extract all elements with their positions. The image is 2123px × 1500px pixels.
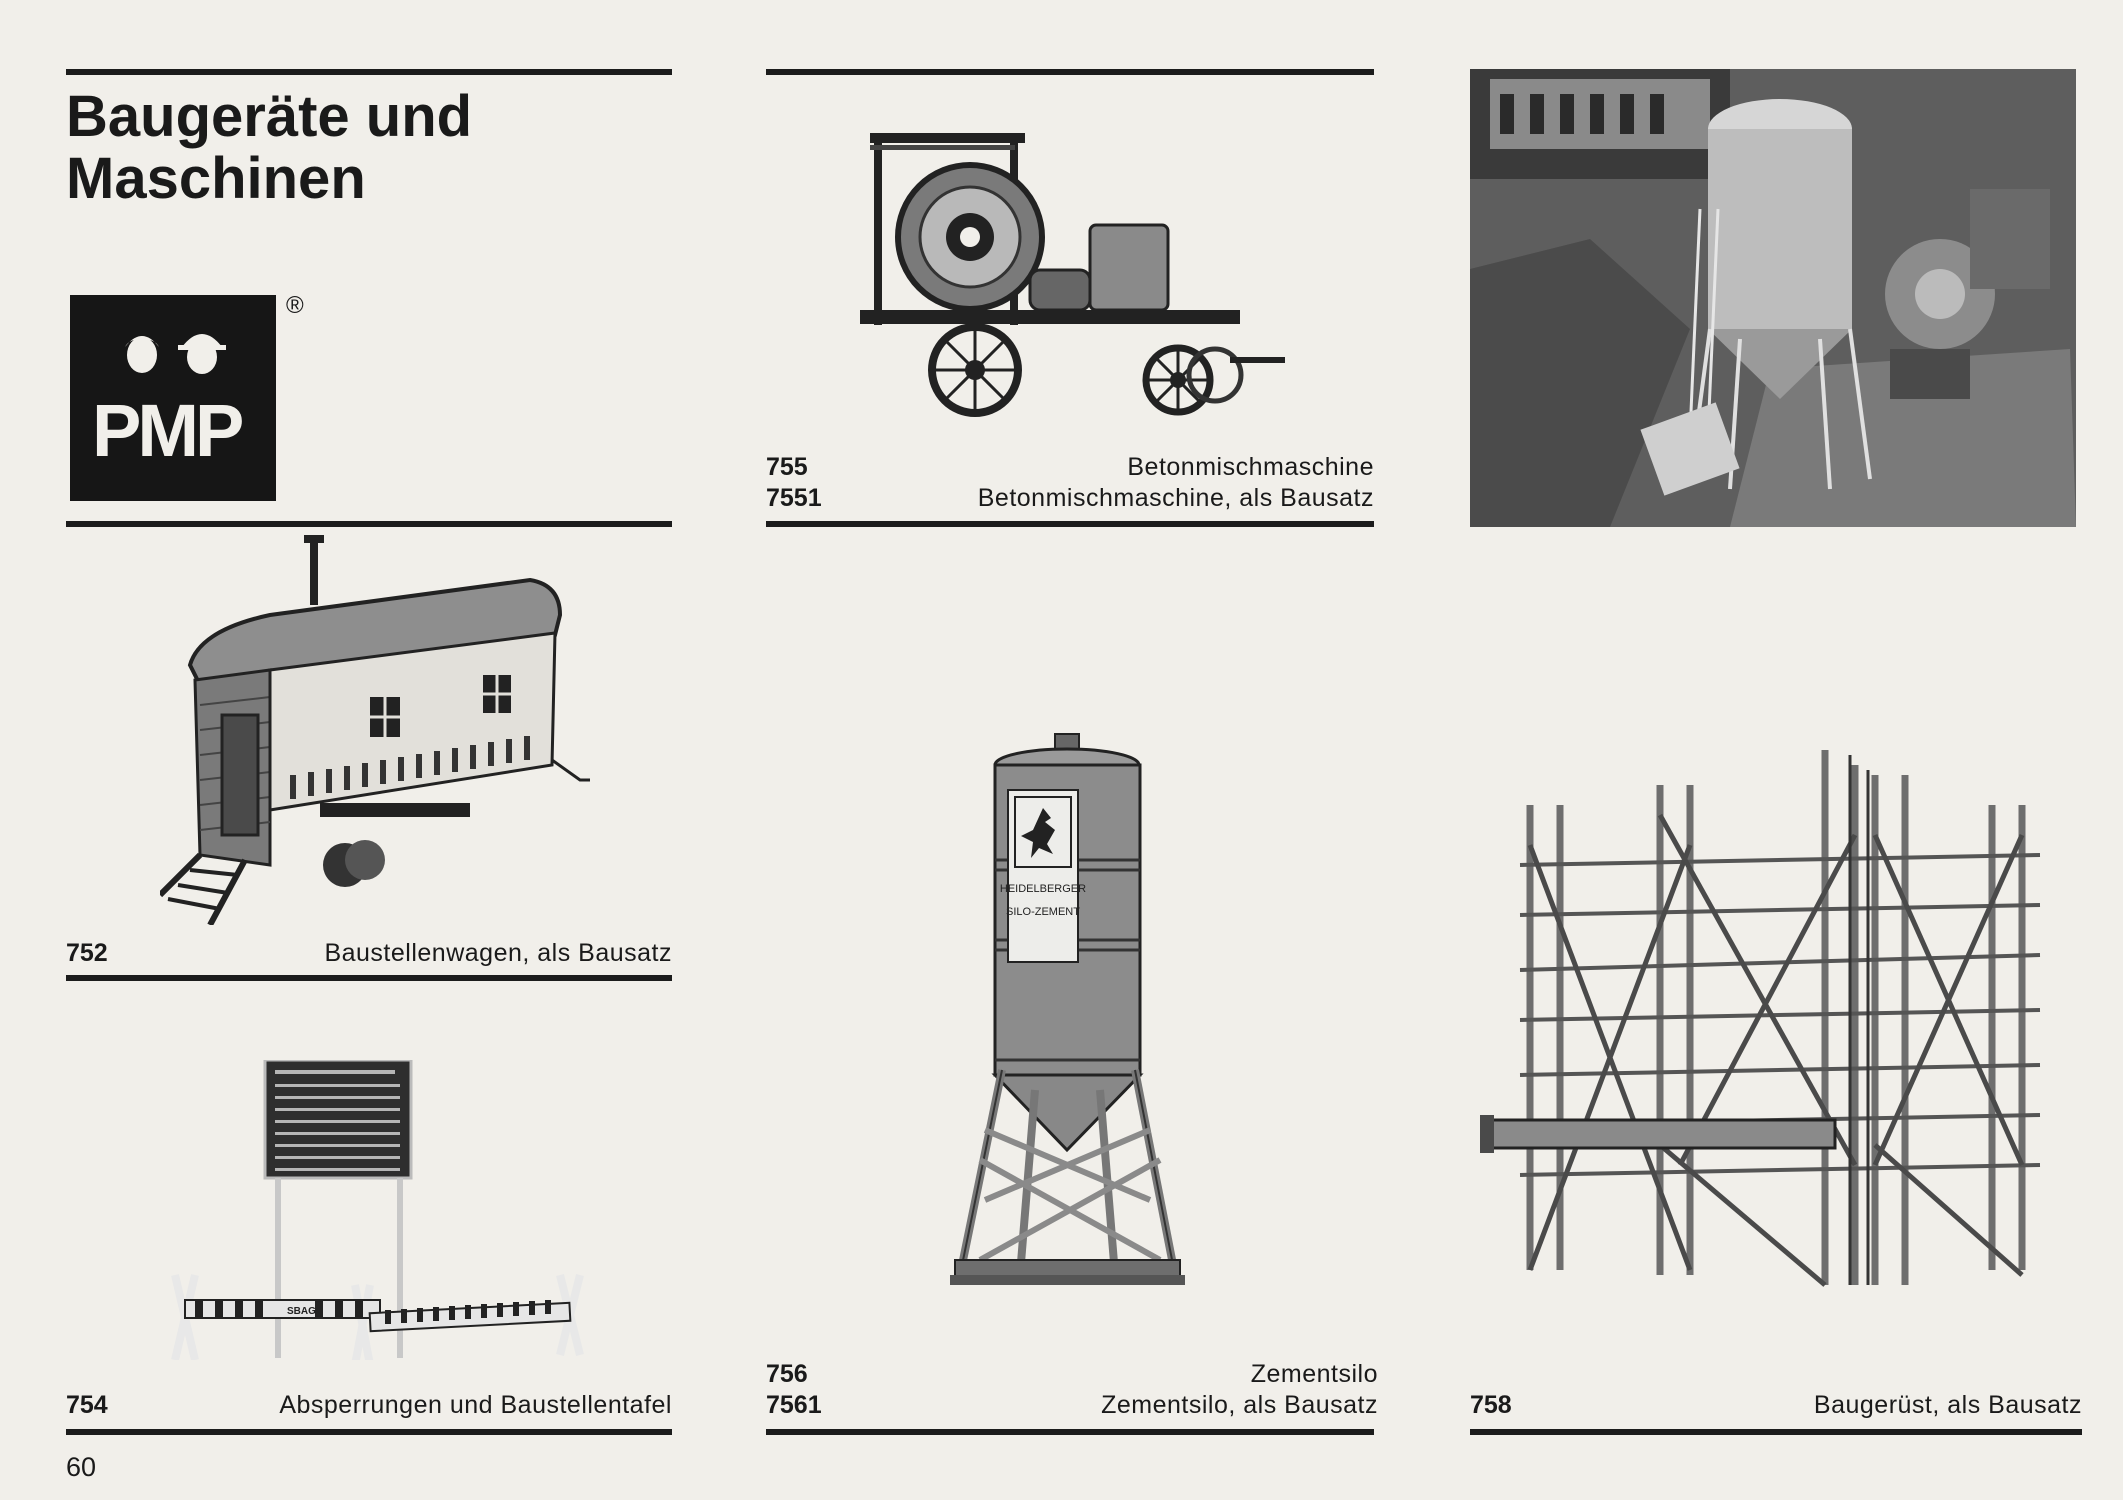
caption-752: 752 Baustellenwagen, als Bausatz [66, 938, 672, 969]
caption-755: 755 Betonmischmaschine [766, 452, 1374, 483]
caption-758: 758 Baugerüst, als Bausatz [1470, 1390, 2082, 1421]
caption-7561: 7561 Zementsilo, als Bausatz [766, 1390, 1378, 1421]
product-number: 754 [66, 1391, 108, 1419]
product-name: Zementsilo [1250, 1360, 1378, 1388]
product-name: Absperrungen und Baustellentafel [279, 1391, 672, 1419]
rule-top-middle [766, 69, 1374, 75]
cement-silo-image: HEIDELBERGER SILO-ZEMENT [940, 730, 1190, 1305]
rule-top-left [66, 69, 672, 75]
page-title-line2: Maschinen [66, 146, 366, 211]
silo-sign-line2: SILO-ZEMENT [1006, 906, 1080, 918]
rule-mixer-bottom [766, 521, 1374, 527]
rule-wagon-bottom [66, 975, 672, 981]
product-name: Betonmischmaschine [1127, 453, 1374, 481]
product-number: 752 [66, 939, 108, 967]
caption-7551: 7551 Betonmischmaschine, als Bausatz [766, 483, 1374, 514]
logo-text: PMP [92, 389, 244, 472]
product-name: Baugerüst, als Bausatz [1813, 1391, 2082, 1419]
rule-bottom-left [66, 1429, 672, 1435]
product-number: 7561 [766, 1391, 822, 1419]
rule-bottom-right [1470, 1429, 2082, 1435]
page-number: 60 [66, 1452, 97, 1482]
concrete-mixer-image [860, 125, 1290, 425]
page-title: Baugeräte und Maschinen [66, 86, 472, 210]
barriers-and-sign-image: SBAG [165, 1060, 595, 1360]
product-number: 758 [1470, 1391, 1512, 1419]
scaffold-image [1480, 745, 2080, 1290]
pmp-figures-icon [125, 334, 226, 374]
product-name: Zementsilo, als Bausatz [1101, 1391, 1378, 1419]
registered-mark: ® [286, 292, 304, 319]
caption-756: 756 Zementsilo [766, 1359, 1378, 1390]
site-trailer-image [160, 535, 590, 925]
product-name: Betonmischmaschine, als Bausatz [977, 484, 1374, 512]
product-number: 755 [766, 453, 808, 481]
product-number: 756 [766, 1360, 808, 1388]
construction-site-photo [1470, 69, 2076, 527]
product-number: 7551 [766, 484, 822, 512]
barrier-label: SBAG [287, 1306, 316, 1317]
pmp-logo: PMP [70, 295, 276, 501]
rule-logo-bottom [66, 521, 672, 527]
page-title-line1: Baugeräte und [66, 84, 473, 149]
silo-sign-line1: HEIDELBERGER [1000, 883, 1086, 895]
product-name: Baustellenwagen, als Bausatz [324, 939, 672, 967]
rule-bottom-middle [766, 1429, 1374, 1435]
caption-754: 754 Absperrungen und Baustellentafel [66, 1390, 672, 1421]
